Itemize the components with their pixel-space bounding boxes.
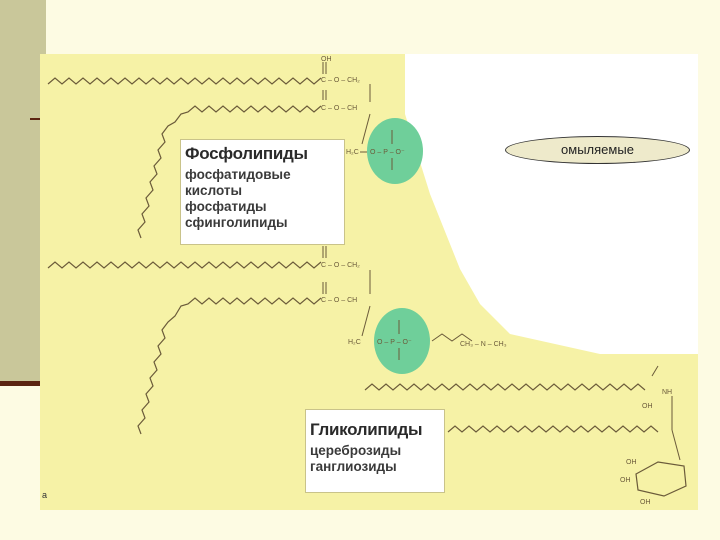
lipid-structures-figure: OH C – O – CH₂ C – O – CH H₂C O – P – O⁻… — [40, 54, 698, 510]
phospholipids-item: сфинголипиды — [185, 215, 288, 230]
phospholipids-box: Фосфолипиды фосфатидовые кислоты фосфати… — [180, 139, 345, 245]
phospholipids-title: Фосфолипиды — [185, 144, 308, 163]
amide-bond — [651, 365, 659, 377]
ester-group-2: C – O – CH — [321, 105, 357, 112]
phosphate-group-circle-2 — [374, 308, 430, 374]
fatty-acid-chain-1 — [47, 77, 322, 85]
choline-link — [431, 333, 473, 342]
ester-group-3: C – O – CH₂ — [321, 262, 360, 269]
slide-top-rule — [30, 118, 48, 120]
glycerol-bond-2 — [361, 113, 371, 145]
figure-corner-mark: а — [42, 490, 48, 500]
oh-group-4: OH — [640, 499, 651, 506]
slide-left-bar — [0, 0, 46, 383]
sugar-ring — [635, 461, 687, 497]
glycolipids-box: Гликолипиды цереброзиды ганглиозиды — [305, 409, 445, 493]
phospholipids-item: фосфатиды — [185, 199, 267, 214]
saponifiable-callout: омыляемые — [505, 136, 690, 164]
white-region — [405, 54, 698, 354]
phosphate-group-1: O – P – O⁻ — [370, 149, 405, 156]
glycerol-bond-4 — [361, 305, 371, 337]
ester-group-4: C – O – CH — [321, 297, 357, 304]
phospholipids-item: фосфатидовые — [185, 167, 291, 182]
nh-group: NH — [662, 389, 672, 396]
carbonyl-o-1: OH — [321, 56, 332, 63]
h2c-group-1: H₂C — [346, 149, 359, 156]
phospholipids-item: кислоты — [185, 183, 243, 198]
fatty-acid-chain-3 — [47, 261, 322, 269]
glycolipid-chain-1 — [364, 383, 646, 391]
fatty-acid-chain-4 — [137, 297, 322, 435]
choline-group: CH₃ – N – CH₃ — [460, 341, 507, 348]
oh-group-3: OH — [620, 477, 631, 484]
glycolipids-title: Гликолипиды — [310, 420, 423, 439]
glycolipid-chain-2 — [447, 425, 659, 433]
phosphate-group-circle-1 — [367, 118, 423, 184]
oh-group-2: OH — [626, 459, 637, 466]
lipid-diagram-svg: OH C – O – CH₂ C – O – CH H₂C O – P – O⁻… — [47, 54, 698, 506]
h2c-group-2: H₂C — [348, 339, 361, 346]
sugar-link — [671, 429, 681, 461]
ester-group-1: C – O – CH₂ — [321, 77, 360, 84]
slide-left-rule — [0, 381, 46, 386]
phosphate-group-2: O – P – O⁻ — [377, 339, 412, 346]
glycolipids-item: ганглиозиды — [310, 459, 397, 474]
fatty-acid-chain-2 — [137, 105, 322, 239]
glycolipids-item: цереброзиды — [310, 443, 402, 458]
oh-group-1: OH — [642, 403, 653, 410]
